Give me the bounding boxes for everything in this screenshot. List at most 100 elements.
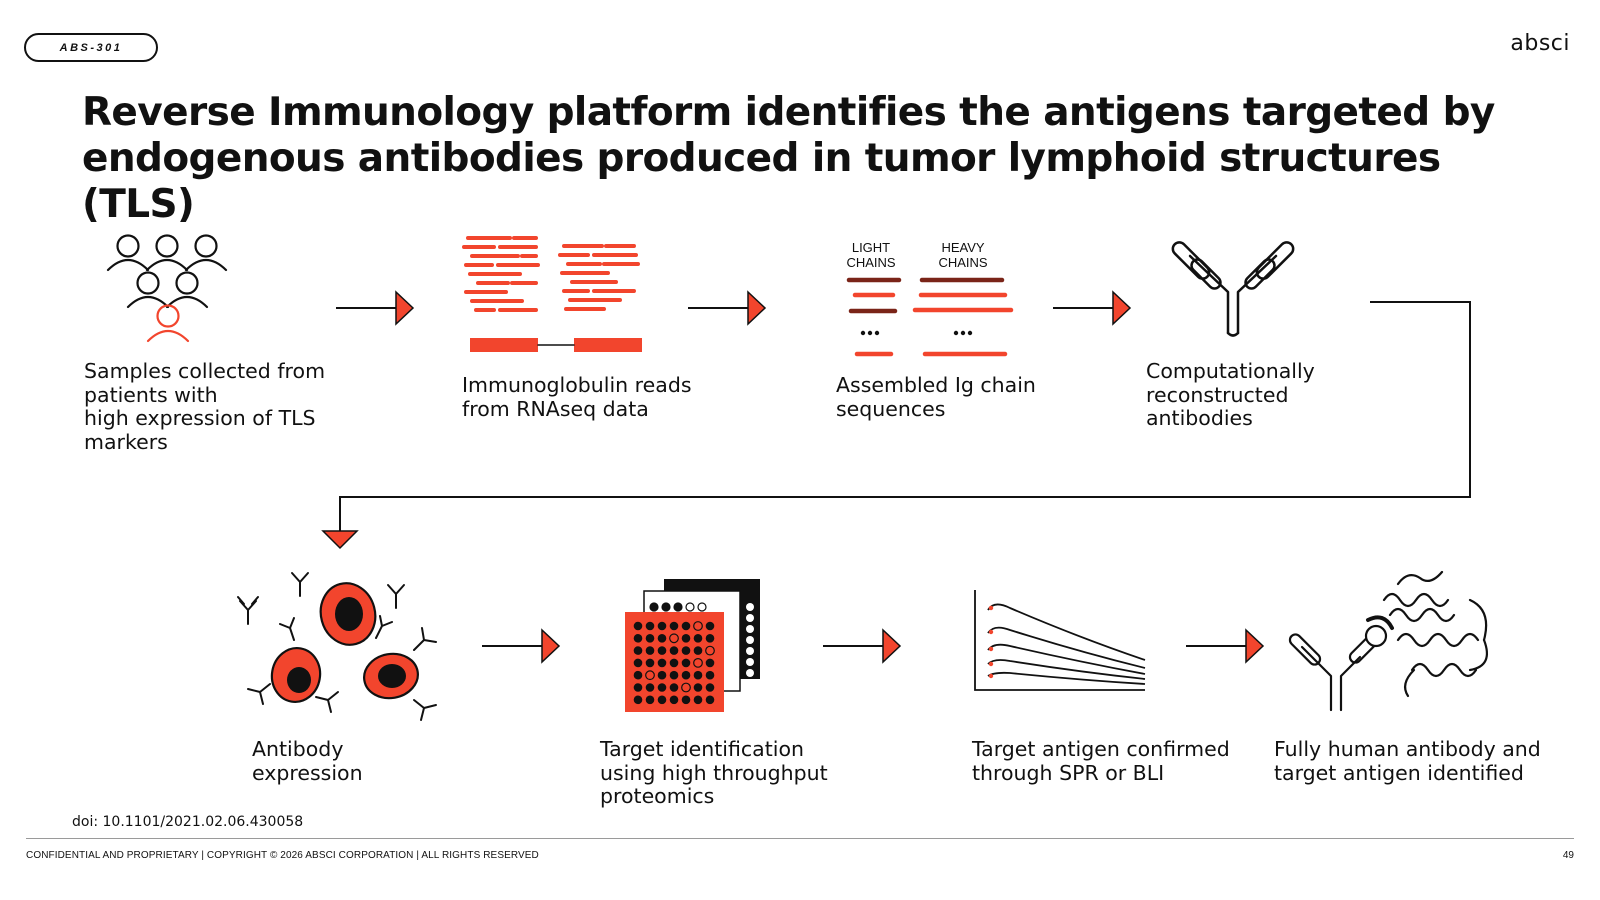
title-line-1: Reverse Immunology platform identifies t…	[82, 90, 1495, 135]
step-5-label: Antibody expression	[252, 737, 363, 785]
well-dot	[705, 695, 715, 705]
doi-reference: doi: 10.1101/2021.02.06.430058	[72, 814, 304, 830]
well-dot	[681, 682, 691, 693]
arrow-1	[336, 290, 415, 326]
step-4-label-line: Computationally	[1146, 359, 1315, 383]
well-dot	[657, 621, 667, 631]
page-number: 49	[1562, 850, 1574, 861]
well-dot	[746, 625, 754, 633]
step-4-label-line: reconstructed	[1146, 382, 1289, 407]
well-dot	[657, 634, 667, 643]
step-4-label: Computationally reconstructed antibodies	[1146, 359, 1315, 431]
well-dot	[693, 683, 703, 692]
well-dot	[657, 683, 667, 692]
step-4-label-line: antibodies	[1146, 406, 1253, 430]
well-dot	[693, 646, 703, 655]
step-5-label-line: Antibody	[252, 737, 344, 761]
arrow-6	[1186, 628, 1265, 664]
chain-labels: LIGHT CHAINS HEAVY CHAINS	[846, 240, 987, 270]
cells-with-antibodies-icon	[237, 572, 437, 721]
well-dot	[633, 634, 643, 643]
well-dot	[669, 633, 679, 644]
step-8-label-line: Fully human antibody and	[1274, 737, 1541, 761]
footer-divider	[26, 838, 1574, 839]
step-5-label-line: expression	[252, 760, 363, 785]
arrow-2	[688, 290, 767, 326]
well-dot	[681, 658, 691, 668]
well-plates-icon	[625, 579, 760, 712]
well-dot	[633, 646, 643, 655]
arrow-3	[1053, 290, 1132, 326]
step-6-label: Target identification using high through…	[600, 737, 828, 809]
step-7-label-line: through SPR or BLI	[972, 760, 1165, 785]
step-1-label-line: high expression of TLS	[84, 406, 316, 430]
row-connector	[339, 301, 1471, 533]
step-6-label-line: using high throughput	[600, 760, 828, 785]
absci-logo: absci	[1510, 31, 1570, 56]
well-dot	[657, 670, 667, 680]
well-dot	[681, 634, 691, 643]
row-connector-head	[321, 530, 359, 550]
sequence-reads-icon	[462, 236, 642, 352]
well-dot	[705, 621, 715, 631]
well-dot	[705, 634, 715, 643]
well-dot	[669, 695, 679, 705]
arrow-5	[823, 628, 902, 664]
step-7-label-line: Target antigen confirmed	[972, 737, 1230, 761]
step-7-label: Target antigen confirmed through SPR or …	[972, 737, 1230, 785]
well-dot	[746, 669, 754, 677]
well-dot	[657, 695, 667, 705]
arrow-4	[482, 628, 561, 664]
well-dot	[681, 621, 691, 631]
step-3-label-line: Assembled Ig chain	[836, 373, 1036, 397]
step-6-label-line: proteomics	[600, 784, 715, 808]
title-line-2: endogenous antibodies produced in tumor …	[82, 136, 1441, 227]
well-dot	[645, 683, 655, 692]
binding-curves-icon	[974, 590, 1146, 691]
well-dot	[645, 634, 655, 643]
well-dot	[633, 695, 643, 705]
program-badge: ABS-301	[24, 33, 158, 62]
well-dot	[681, 646, 691, 655]
well-dot	[657, 658, 667, 668]
step-1-label: Samples collected from patients with hig…	[84, 359, 325, 454]
well-dot	[681, 695, 691, 705]
step-1-label-line: patients with	[84, 382, 218, 407]
slide-title: Reverse Immunology platform identifies t…	[82, 90, 1562, 228]
step-1-label-line: markers	[84, 429, 168, 454]
well-dot	[746, 614, 754, 622]
step-8-label-line: target antigen identified	[1274, 760, 1524, 785]
well-dot	[746, 658, 754, 666]
step-2-label: Immunoglobulin reads from RNAseq data	[462, 373, 692, 421]
footer-text: CONFIDENTIAL AND PROPRIETARY | COPYRIGHT…	[26, 850, 539, 861]
well-dot	[649, 602, 659, 612]
well-dot	[693, 670, 703, 680]
well-dot	[693, 621, 703, 631]
heavy-chains-label-2: CHAINS	[938, 255, 987, 270]
well-dot	[746, 647, 754, 655]
well-dot	[645, 658, 655, 668]
chain-assembly-icon	[846, 277, 1014, 357]
patients-group-icon	[106, 234, 228, 343]
selected-patient-icon	[146, 304, 190, 343]
well-dot	[645, 646, 655, 655]
well-dot	[633, 621, 643, 631]
step-6-label-line: Target identification	[600, 737, 804, 761]
well-dot	[669, 646, 679, 655]
light-chains-label-1: LIGHT	[852, 240, 890, 255]
well-dot	[697, 602, 707, 612]
well-dot	[705, 670, 715, 680]
antibody-icon	[1171, 241, 1295, 337]
well-dot	[705, 645, 715, 656]
well-dot	[645, 695, 655, 705]
well-dot	[746, 636, 754, 644]
well-dot	[633, 683, 643, 692]
step-3-label: Assembled Ig chain sequences	[836, 373, 1036, 421]
well-dot	[669, 683, 679, 692]
well-dot	[693, 695, 703, 705]
well-dot	[746, 603, 754, 611]
step-2-label-line: Immunoglobulin reads	[462, 373, 692, 397]
well-dot	[669, 658, 679, 668]
step-8-label: Fully human antibody and target antigen …	[1274, 737, 1541, 785]
